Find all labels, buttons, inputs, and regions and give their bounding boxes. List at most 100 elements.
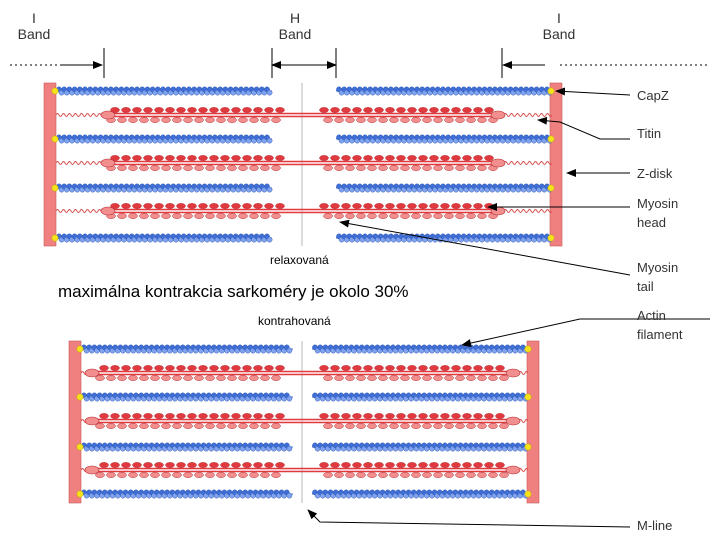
capz-cap <box>76 443 84 451</box>
capz-cap <box>524 345 532 353</box>
actin-filament <box>336 134 553 144</box>
myosin-head <box>323 117 333 123</box>
capz-leader <box>555 87 631 96</box>
myosin-head <box>433 472 443 478</box>
myosin-head <box>183 423 193 429</box>
myosin-head <box>209 413 219 419</box>
myosin-filament <box>302 365 521 381</box>
myosin-head <box>422 117 432 123</box>
myosin-head <box>396 155 406 161</box>
myosin-head <box>143 203 153 209</box>
myosin-head <box>418 107 428 113</box>
myosin-head <box>488 375 498 381</box>
myosin-head <box>275 107 285 113</box>
myosin-head <box>440 365 450 371</box>
myosin-head <box>466 213 476 219</box>
myosin-head <box>433 375 443 381</box>
capz-cap <box>76 393 84 401</box>
myosin-head <box>271 423 281 429</box>
myosin-head <box>466 117 476 123</box>
myosin-head <box>407 203 417 209</box>
capz-cap <box>76 345 84 353</box>
myosin-head <box>209 462 219 468</box>
capz-cap <box>547 184 555 192</box>
myosin-head <box>117 165 127 171</box>
myosin-head <box>264 107 274 113</box>
myosin-head <box>139 213 149 219</box>
myosin-head <box>444 213 454 219</box>
myosin-head <box>352 203 362 209</box>
myosin-head <box>484 107 494 113</box>
myosin-head <box>323 213 333 219</box>
myosin-head <box>275 413 285 419</box>
myosin-head <box>198 155 208 161</box>
myosin-head <box>385 462 395 468</box>
myosin-head <box>378 165 388 171</box>
z-disk <box>68 340 82 504</box>
myosin-head <box>187 365 197 371</box>
myosin-head <box>154 413 164 419</box>
myosin-head <box>505 465 521 475</box>
myosin-head <box>176 365 186 371</box>
myosin-head <box>231 413 241 419</box>
myosin-head <box>121 462 131 468</box>
myosin-head <box>110 107 120 113</box>
actin-bead <box>266 89 273 96</box>
myosin-head <box>341 365 351 371</box>
myosin-head <box>330 203 340 209</box>
capz-cap <box>547 87 555 95</box>
myosin-head <box>378 117 388 123</box>
myosin-head <box>319 413 329 419</box>
myosin-head <box>249 117 259 123</box>
myosin-head <box>260 117 270 123</box>
myosin-head <box>100 158 116 168</box>
myosin-head <box>227 423 237 429</box>
myosin-head <box>121 107 131 113</box>
actin-filament <box>56 134 273 144</box>
myosin-head <box>451 155 461 161</box>
myosin-head <box>330 462 340 468</box>
myosin-head <box>99 462 109 468</box>
myosin-head <box>238 472 248 478</box>
myosin-head <box>139 472 149 478</box>
myosin-head <box>356 472 366 478</box>
myosin-head <box>150 423 160 429</box>
myosin-head <box>356 165 366 171</box>
myosin-head <box>205 165 215 171</box>
myosin-filament <box>302 155 506 171</box>
myosin-head <box>176 413 186 419</box>
myosin-head <box>466 165 476 171</box>
myosin-filament <box>302 107 506 123</box>
myosin-filament <box>302 203 506 219</box>
leader-lines <box>307 87 710 528</box>
myosin-head <box>466 472 476 478</box>
myosin-head <box>341 155 351 161</box>
myosin-head <box>84 416 100 426</box>
myosin-head <box>352 155 362 161</box>
myosin-head <box>411 472 421 478</box>
myosin-head <box>227 213 237 219</box>
sarcomere-contracted <box>68 340 540 504</box>
capz-cap <box>76 490 84 498</box>
titin-spring <box>518 468 529 472</box>
myosin-head <box>407 413 417 419</box>
myosin-head <box>205 423 215 429</box>
label-myosin-tail: Myosin tail <box>637 260 679 294</box>
myosin-head <box>374 155 384 161</box>
myosin-head <box>345 375 355 381</box>
myosin-head <box>150 472 160 478</box>
myosin-head <box>253 203 263 209</box>
myosin-head <box>242 413 252 419</box>
myosin-head <box>418 155 428 161</box>
myosin-head <box>132 155 142 161</box>
myosin-head <box>411 423 421 429</box>
myosin-head <box>150 165 160 171</box>
myosin-head <box>352 365 362 371</box>
titin-spring <box>55 209 105 213</box>
myosin-head <box>484 365 494 371</box>
myosin-head <box>444 472 454 478</box>
myosin-head <box>319 107 329 113</box>
myosin-head <box>231 155 241 161</box>
capz-cap <box>51 87 59 95</box>
myosin-head <box>473 155 483 161</box>
